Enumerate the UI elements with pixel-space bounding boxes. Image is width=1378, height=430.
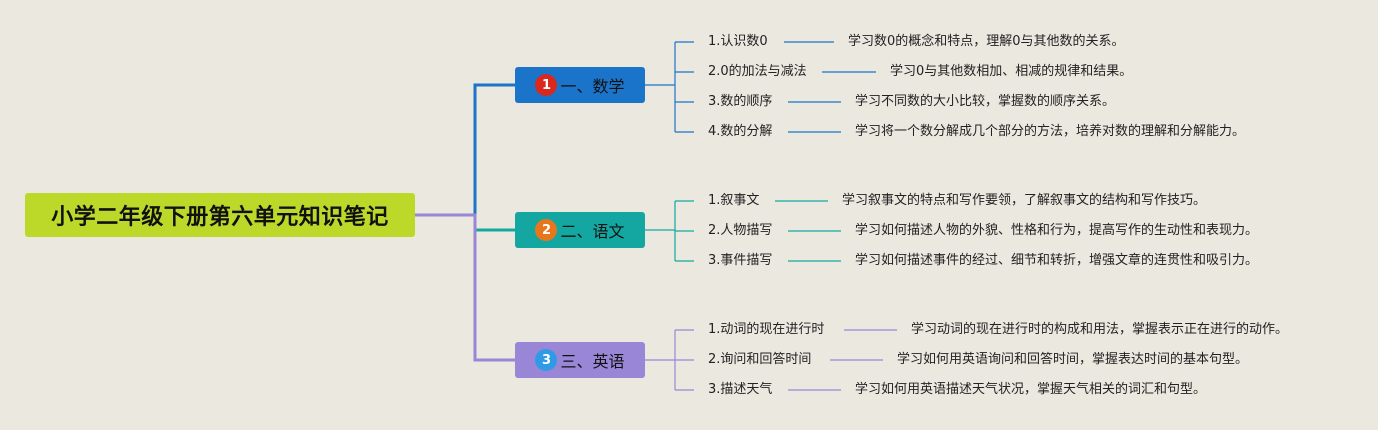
- branch-math[interactable]: 1 一、数学: [515, 67, 645, 103]
- topic-title[interactable]: 2.询问和回答时间: [708, 352, 812, 367]
- topic-detail: 学习叙事文的特点和写作要领，了解叙事文的结构和写作技巧。: [842, 193, 1207, 208]
- topic-detail: 学习0与其他数相加、相减的规律和结果。: [890, 64, 1133, 79]
- branch-chinese[interactable]: 2 二、语文: [515, 212, 645, 248]
- branch-number-badge: 2: [535, 219, 558, 241]
- branch-number-badge: 3: [535, 349, 558, 371]
- topic-title[interactable]: 1.认识数0: [708, 34, 768, 49]
- branch-connector: [415, 213, 515, 362]
- topic-title[interactable]: 2.0的加法与减法: [708, 64, 807, 79]
- topic-detail: 学习动词的现在进行时的构成和用法，掌握表示正在进行的动作。: [911, 322, 1289, 337]
- topic-detail: 学习数0的概念和特点，理解0与其他数的关系。: [848, 34, 1125, 49]
- topic-title[interactable]: 1.动词的现在进行时: [708, 322, 825, 337]
- branch-connector: [415, 213, 515, 232]
- topic-title[interactable]: 1.叙事文: [708, 193, 760, 208]
- topic-title[interactable]: 3.描述天气: [708, 382, 773, 397]
- topic-title[interactable]: 4.数的分解: [708, 124, 773, 139]
- root-title: 小学二年级下册第六单元知识笔记: [51, 205, 389, 230]
- topic-title[interactable]: 3.数的顺序: [708, 94, 773, 109]
- branch-label: 二、语文: [560, 222, 625, 241]
- branch-connector: [415, 83, 515, 217]
- topic-detail: 学习如何用英语询问和回答时间，掌握表达时间的基本句型。: [897, 352, 1249, 367]
- branch-label: 三、英语: [560, 352, 625, 371]
- branch-number-badge: 1: [535, 74, 558, 96]
- topic-detail: 学习如何用英语描述天气状况，掌握天气相关的词汇和句型。: [855, 382, 1207, 397]
- topic-detail: 学习不同数的大小比较，掌握数的顺序关系。: [855, 94, 1116, 109]
- branch-label: 一、数学: [560, 77, 625, 96]
- topic-title[interactable]: 2.人物描写: [708, 223, 773, 238]
- topic-detail: 学习如何描述事件的经过、细节和转折，增强文章的连贯性和吸引力。: [855, 253, 1259, 268]
- branch-english[interactable]: 3 三、英语: [515, 342, 645, 378]
- topic-detail: 学习将一个数分解成几个部分的方法，培养对数的理解和分解能力。: [855, 124, 1246, 139]
- topic-title[interactable]: 3.事件描写: [708, 253, 773, 268]
- topic-detail: 学习如何描述人物的外貌、性格和行为，提高写作的生动性和表现力。: [855, 223, 1259, 238]
- root-node[interactable]: 小学二年级下册第六单元知识笔记: [25, 193, 415, 237]
